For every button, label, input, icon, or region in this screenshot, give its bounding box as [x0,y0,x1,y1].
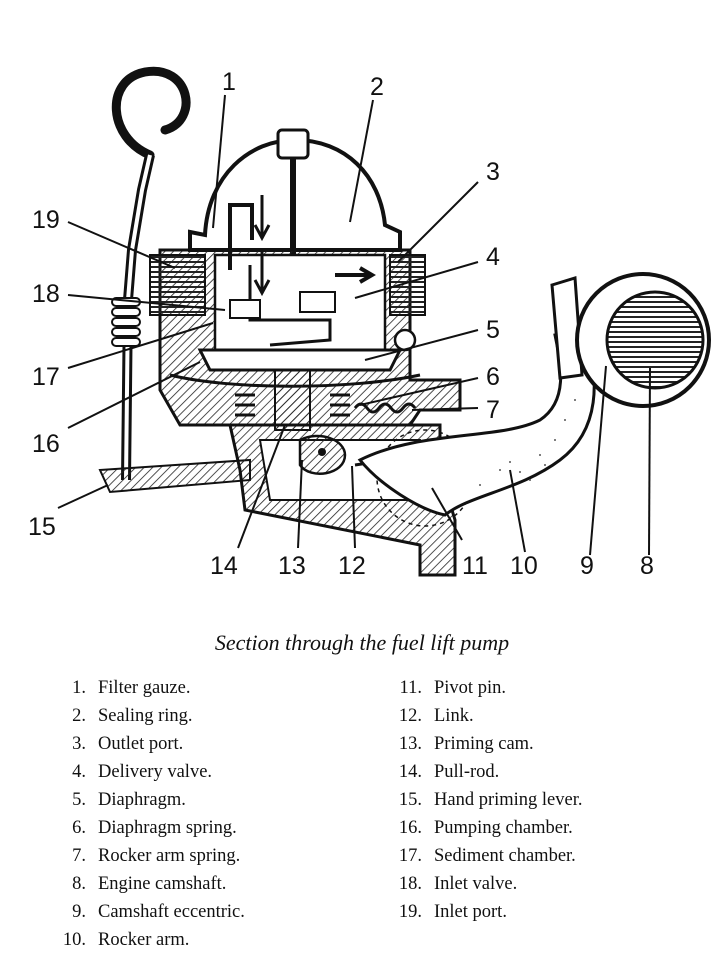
legend-column-right: 11. Pivot pin. 12. Link. 13. Priming cam. 1… [372,678,583,930]
legend-item-19: 19. Inlet port. [372,902,582,930]
legend-number: 1. [72,678,86,698]
legend-number: 18. [398,874,422,894]
callout-9: 9 [580,552,594,580]
figure-caption: Section through the fuel lift pump [214,630,510,655]
legend-number: 12. [398,706,422,726]
legend-item-5: 5. Diaphragm. [36,790,245,818]
callout-19: 19 [32,206,60,234]
legend-item-4: 4. Delivery valve. [36,762,245,790]
legend-item-2: 2. Sealing ring. [36,706,245,734]
callout-2: 2 [370,73,384,101]
legend-label: Camshaft eccentric. [98,902,245,922]
legend-number: 8. [72,874,86,894]
legend-number: 9. [72,902,86,922]
legend-label: Sealing ring. [98,706,193,726]
legend-item-9: 9. Camshaft eccentric. [36,902,245,930]
legend-label: Outlet port. [98,734,184,754]
legend-number: 11. [399,678,422,698]
legend-item-16: 16. Pumping chamber. [372,818,582,846]
legend-item-10: 10. Rocker arm. [36,930,245,958]
legend-number: 7. [72,846,86,866]
legend-number: 2. [72,706,86,726]
legend-label: Filter gauze. [98,678,191,698]
legend-item-18: 18. Inlet valve. [372,874,582,902]
callout-11: 11 [462,552,488,580]
legend-item-7: 7. Rocker arm spring. [36,846,245,874]
legend-label: Rocker arm spring. [98,846,241,866]
legend-number: 10. [62,930,86,950]
callout-8: 8 [640,552,654,580]
legend-item-14: 14. Pull-rod. [372,762,582,790]
legend-item-13: 13. Priming cam. [372,734,582,762]
legend-number: 15. [398,790,422,810]
legend-label: Rocker arm. [98,930,190,950]
legend-number: 19. [398,902,422,922]
legend-label: Inlet valve. [434,874,518,894]
legend-item-12: 12. Link. [372,706,582,734]
callout-6: 6 [486,363,500,391]
legend-item-8: 8. Engine camshaft. [36,874,245,902]
legend-number: 4. [72,762,86,782]
legend-label: Pivot pin. [434,678,506,698]
callout-1: 1 [222,68,236,96]
legend-item-1: 1. Filter gauze. [36,678,245,706]
legend-label: Diaphragm spring. [98,818,237,838]
callout-10: 10 [510,552,538,580]
callout-3: 3 [486,158,500,186]
pump-body [149,195,462,431]
fuel-pump-diagram: 1 2 3 4 5 6 7 8 9 10 11 12 13 14 15 16 1… [28,66,711,580]
legend-number: 3. [72,734,86,754]
engine-camshaft [575,272,711,408]
legend-number: 16. [398,818,422,838]
legend-column-left: 1. Filter gauze. 2. Sealing ring. 3. Outlet… [36,678,245,958]
legend-item-3: 3. Outlet port. [36,734,245,762]
legend-label: Inlet port. [434,902,507,922]
callout-17: 17 [32,363,60,391]
legend-number: 6. [72,818,86,838]
callout-5: 5 [486,316,500,344]
legend-number: 5. [72,790,86,810]
callout-15: 15 [28,513,56,541]
legend-label: Delivery valve. [98,762,213,782]
callout-7: 7 [486,396,500,424]
pump-cover [188,128,402,295]
legend-label: Engine camshaft. [98,874,227,894]
legend-label: Pull-rod. [434,762,500,782]
legend-label: Diaphragm. [98,790,186,810]
legend-label: Priming cam. [434,734,534,754]
callout-14: 14 [210,552,238,580]
legend-number: 13. [398,734,422,754]
legend-item-11: 11. Pivot pin. [372,678,582,706]
leader-lines [57,94,651,556]
callout-18: 18 [32,280,60,308]
legend-item-15: 15. Hand priming lever. [372,790,583,818]
callout-13: 13 [278,552,306,580]
callout-16: 16 [32,430,60,458]
legend-label: Link. [434,706,474,726]
legend-label: Pumping chamber. [434,818,573,838]
legend-item-17: 17. Sediment chamber. [372,846,582,874]
legend-label: Sediment chamber. [434,846,576,866]
legend-item-6: 6. Diaphragm spring. [36,818,245,846]
legend-label: Hand priming lever. [434,790,583,810]
callout-12: 12 [338,552,366,580]
legend-number: 14. [398,762,422,782]
callout-4: 4 [486,243,500,271]
legend-number: 17. [398,846,422,866]
